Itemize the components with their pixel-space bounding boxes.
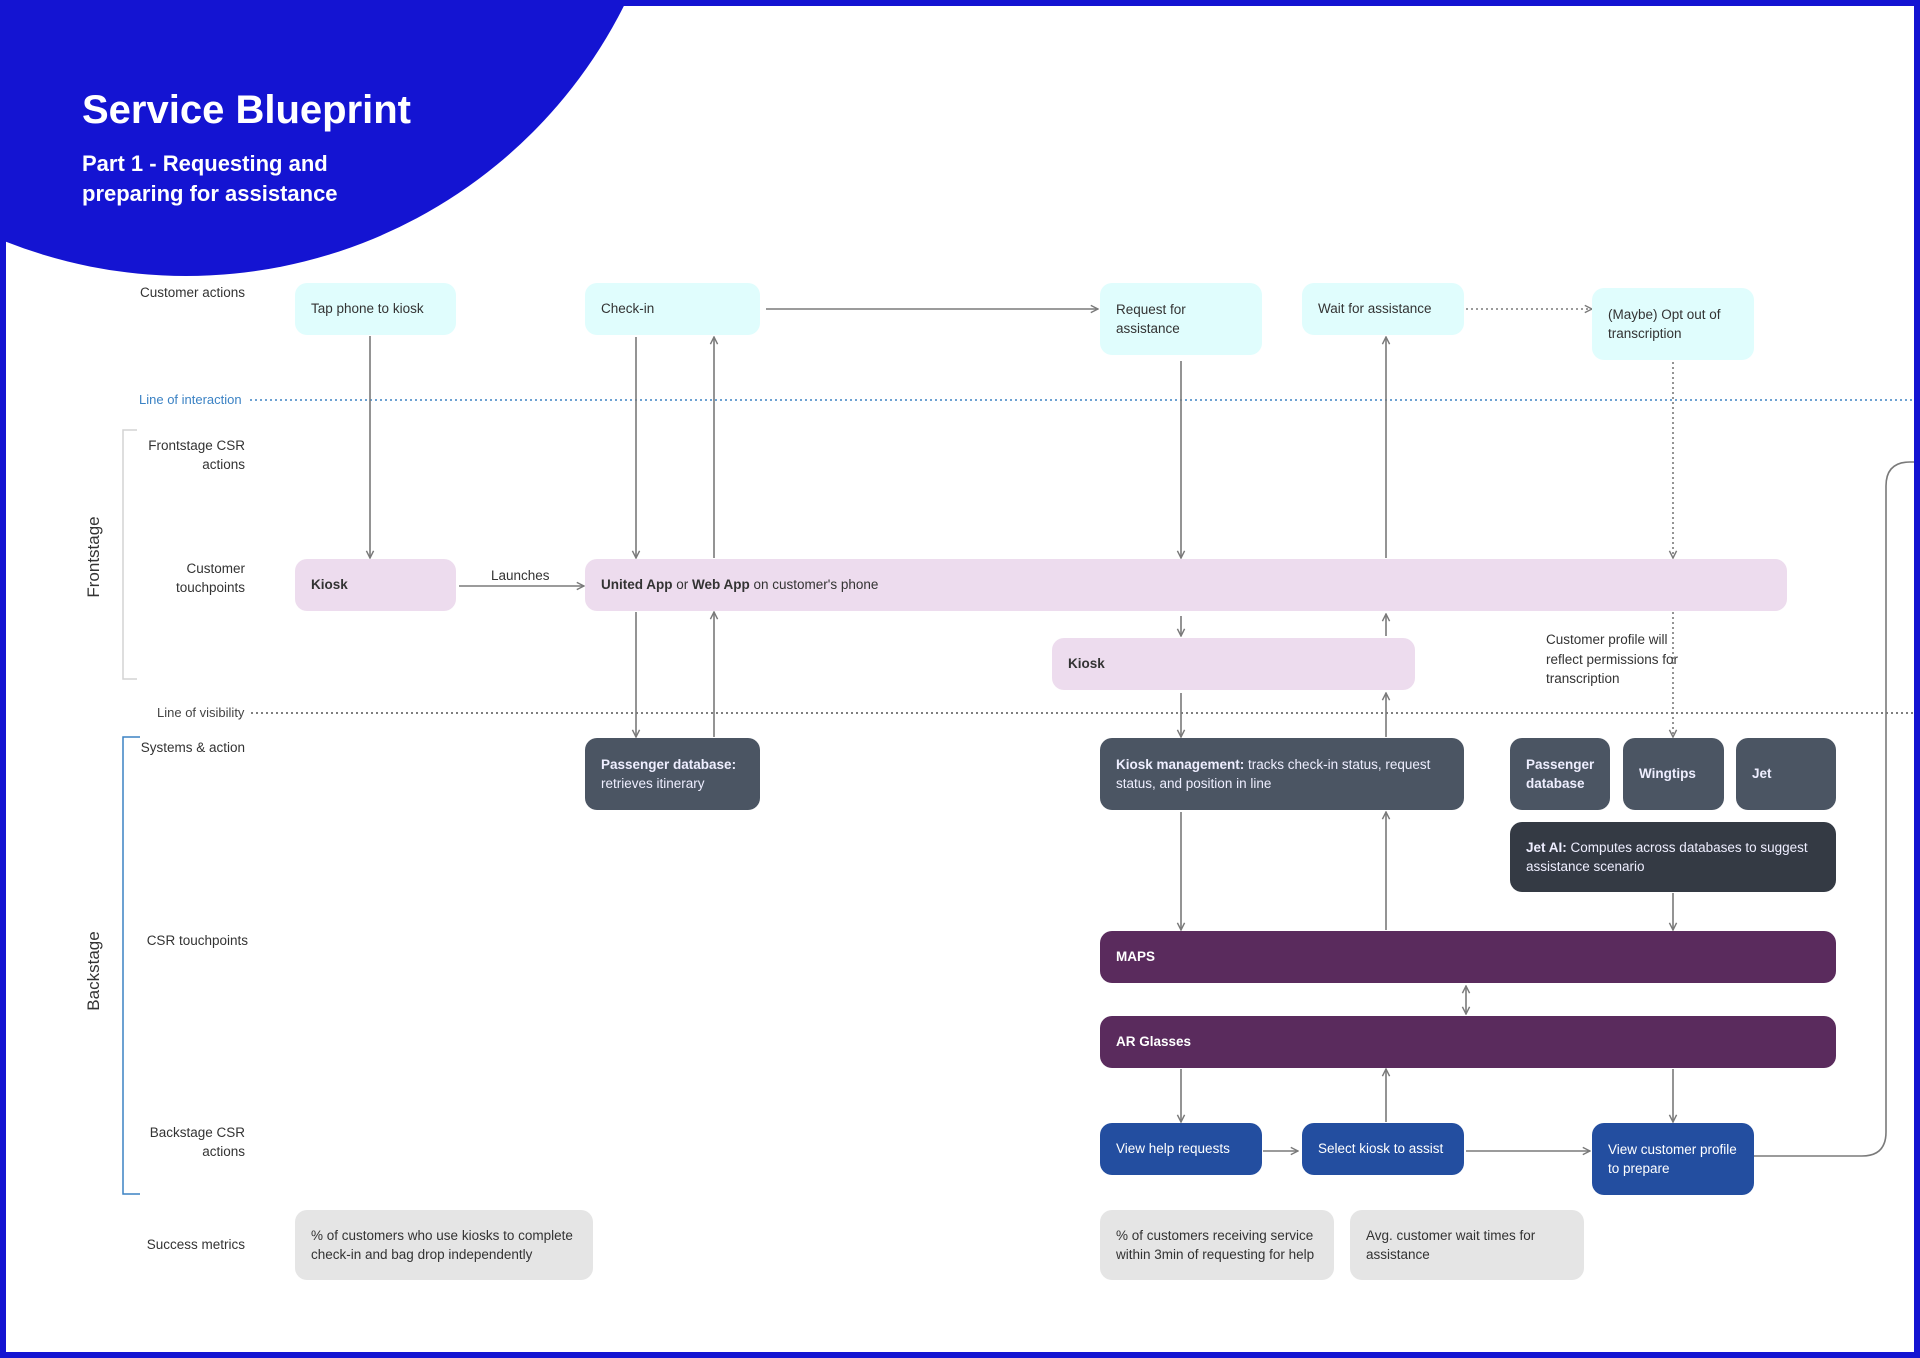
app-name-web: Web App [692,577,750,593]
line-of-interaction-label: Line of interaction [139,392,242,407]
app-name-united: United App [601,577,673,593]
action-request-assistance: Request for assistance [1100,283,1262,355]
frontstage-bracket [122,429,137,680]
backstage-view-help-requests: View help requests [1100,1123,1262,1175]
action-check-in: Check-in [585,283,760,335]
passenger-db-title: Passenger database: [601,756,737,772]
group-frontstage: Frontstage [84,516,103,598]
backstage-bracket [122,736,140,1195]
system-jet: Jet [1736,738,1836,810]
lane-frontstage-csr-actions: Frontstage CSR actions [148,438,245,472]
page-title: Service Blueprint [82,88,412,132]
connector-layer [6,6,1914,1195]
action-opt-out: (Maybe) Opt out of transcription [1592,288,1754,360]
metric-wait-times: Avg. customer wait times for assistance [1350,1210,1584,1280]
connector-continue [1754,461,1914,1157]
touchpoint-kiosk-2: Kiosk [1052,638,1415,690]
backstage-view-customer-profile: View customer profile to prepare [1592,1123,1754,1195]
lane-customer-actions: Customer actions [139,285,245,300]
profile-permissions-note: Customer profile will reflect permission… [1546,632,1679,686]
passenger-db-desc: retrieves itinerary [601,776,705,791]
header-disc [6,6,624,276]
lane-csr-touchpoints: CSR touchpoints [146,933,248,948]
system-passenger-database: Passenger database: retrieves itinerary [585,738,760,810]
lane-customer-touchpoints: Customer touchpoints [175,561,245,595]
jet-ai-title: Jet AI: [1526,839,1567,855]
system-jet-ai: Jet AI: Computes across databases to sug… [1510,822,1836,892]
app-rest: on customer's phone [749,577,879,593]
group-backstage: Backstage [84,931,103,1011]
app-or: or [672,577,693,593]
line-of-visibility-label: Line of visibility [157,705,245,720]
csr-touchpoint-ar-glasses: AR Glasses [1100,1016,1836,1068]
action-tap-phone: Tap phone to kiosk [295,283,456,335]
action-wait-assistance: Wait for assistance [1302,283,1464,335]
touchpoint-app: United App or Web App on customer's phon… [585,559,1787,611]
page-subtitle: Part 1 - Requesting and preparing for as… [82,151,338,206]
metric-service-3min: % of customers receiving service within … [1100,1210,1334,1280]
backstage-select-kiosk: Select kiosk to assist [1302,1123,1464,1175]
system-passenger-database-2: Passenger database [1510,738,1610,810]
system-wingtips: Wingtips [1623,738,1724,810]
touchpoint-kiosk: Kiosk [295,559,456,611]
kiosk-mgmt-desc: tracks check-in status, request status, … [1116,756,1431,792]
kiosk-mgmt-title: Kiosk management: [1116,756,1245,772]
launches-label: Launches [491,568,550,583]
system-kiosk-management: Kiosk management: tracks check-in status… [1100,738,1464,810]
metric-kiosk-usage: % of customers who use kiosks to complet… [295,1210,593,1280]
lane-success-metrics: Success metrics [146,1237,245,1252]
lane-backstage-csr-actions: Backstage CSR actions [149,1125,245,1159]
csr-touchpoint-maps: MAPS [1100,931,1836,983]
jet-ai-desc: Computes across databases to suggest ass… [1526,839,1808,875]
lane-systems-action: Systems & action [140,740,245,755]
